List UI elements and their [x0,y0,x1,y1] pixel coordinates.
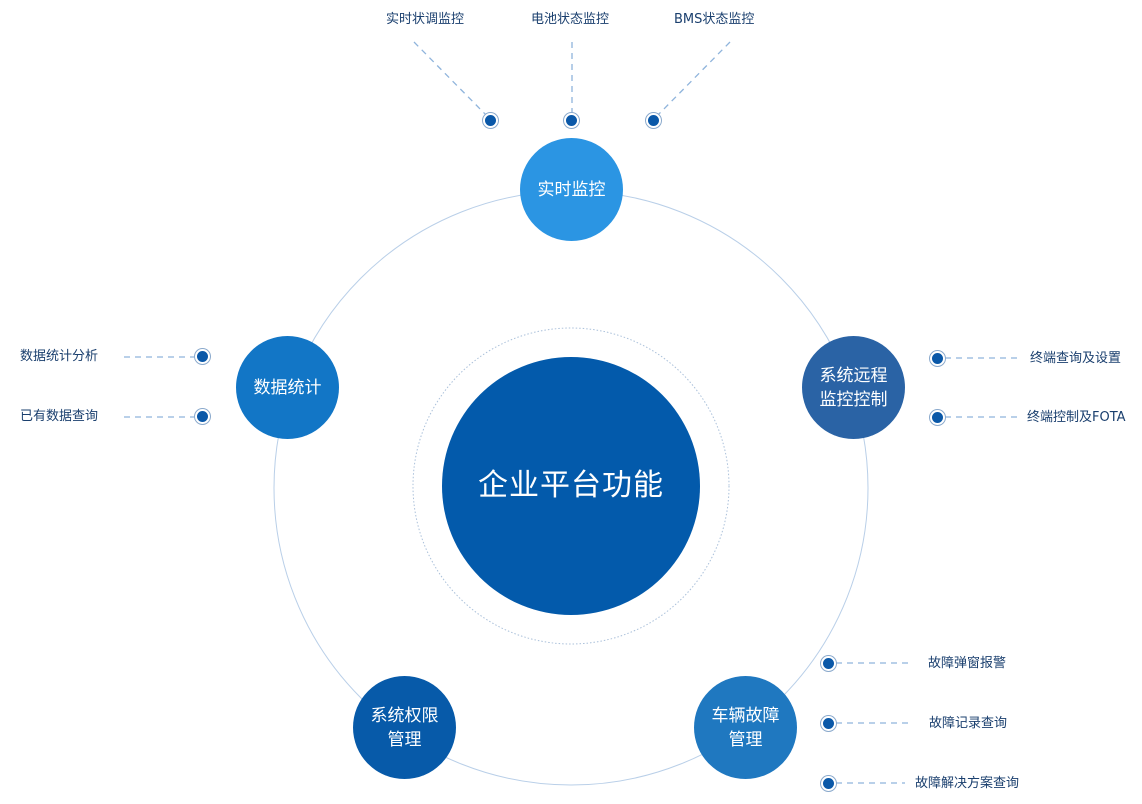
node-stats-label: 数据统计 [253,377,322,398]
node-permission-label-line1: 系统权限 [370,705,439,726]
dot-rt1 [483,113,498,128]
label-fault3: 故障解决方案查询 [915,776,1020,791]
label-fault2: 故障记录查询 [929,716,1008,731]
node-remote-label-line1: 系统远程 [819,365,888,386]
label-rt1: 实时状调监控 [386,12,465,27]
connector-rt1 [413,41,489,118]
label-stats1: 数据统计分析 [20,349,99,364]
connector-rt3 [655,41,731,118]
label-fault1: 故障弹窗报警 [928,656,1007,671]
dot-stats2 [195,409,210,424]
node-vehicle-fault[interactable]: 车辆故障 管理 [694,676,797,779]
node-realtime-label: 实时监控 [537,179,606,200]
dot-fault1 [821,656,836,671]
dot-remote2 [930,410,945,425]
dot-fault2 [821,716,836,731]
label-rt2: 电池状态监控 [531,12,610,27]
label-rt3: BMS状态监控 [674,12,755,27]
label-remote2: 终端控制及FOTA [1027,410,1126,425]
dot-remote1 [930,351,945,366]
dot-fault3 [821,776,836,791]
node-realtime[interactable]: 实时监控 [520,138,623,241]
dot-stats1 [195,349,210,364]
inner-dotted-ring [412,327,730,645]
node-fault-label-line2: 管理 [728,729,763,750]
center-circle: 企业平台功能 [442,357,700,615]
node-remote-label-line2: 监控控制 [819,389,888,410]
center-label: 企业平台功能 [478,468,664,503]
node-data-stats[interactable]: 数据统计 [236,336,339,439]
dot-rt2 [564,113,579,128]
label-stats2: 已有数据查询 [20,409,99,424]
dot-rt3 [646,113,661,128]
node-remote-control[interactable]: 系统远程 监控控制 [802,336,905,439]
node-fault-label-line1: 车辆故障 [711,705,780,726]
node-permission[interactable]: 系统权限 管理 [353,676,456,779]
node-permission-label-line2: 管理 [387,729,422,750]
label-remote1: 终端查询及设置 [1030,351,1122,366]
